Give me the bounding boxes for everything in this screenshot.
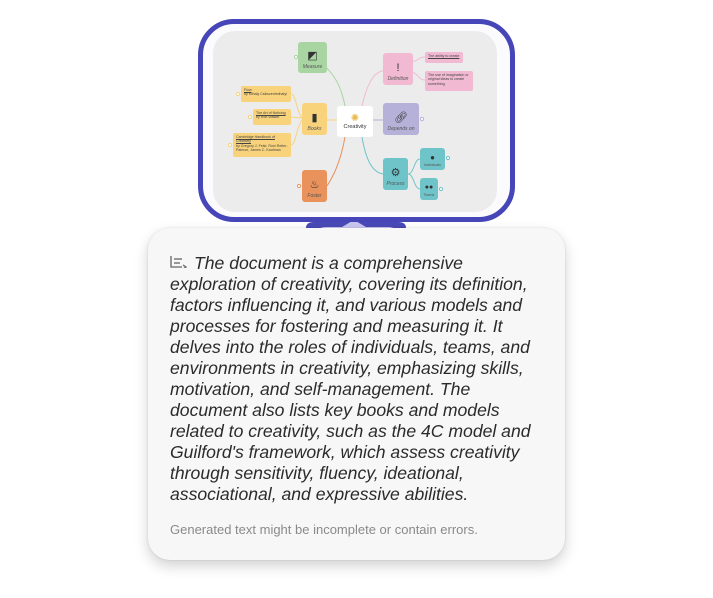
definition-item[interactable]: The use of imagination or original ideas… [425,71,473,91]
group-icon: ●● [424,184,434,191]
summary-text-block: The document is a comprehensive explorat… [170,253,550,505]
link-icon: 🔗︎ [394,112,408,124]
mindmap-node-definition[interactable]: ! Definition [383,53,413,85]
summary-text: The document is a comprehensive explorat… [170,253,531,504]
mindmap-center-node[interactable]: ✺ Creativity [337,106,373,137]
disclaimer-text: Generated text might be incomplete or co… [170,522,478,537]
book-icon: ▮ [311,112,318,124]
mindmap-node-foster[interactable]: ♨ Foster [302,170,327,202]
summary-icon [170,256,188,268]
mindmap-node-measure[interactable]: ◩ Measure [298,42,327,73]
summary-card: The document is a comprehensive explorat… [148,228,565,560]
exclamation-icon: ! [396,62,400,74]
definition-item[interactable]: The ability to create [425,52,463,63]
mindmap-node-teams[interactable]: ●● Teams [420,178,438,200]
mindmap-node-books[interactable]: ▮ Books [302,103,327,135]
mindmap-node-process[interactable]: ⚙ Process [383,158,408,190]
person-icon: ● [430,153,435,162]
lightbulb-icon: ✺ [350,113,360,124]
ruler-triangle-icon: ◩ [307,50,318,62]
flame-icon: ♨ [309,179,320,191]
mindmap-node-depends-on[interactable]: 🔗︎ Depends on [383,103,419,135]
gears-icon: ⚙ [390,167,401,179]
mindmap-node-individuals[interactable]: ● Individuals [420,148,445,170]
